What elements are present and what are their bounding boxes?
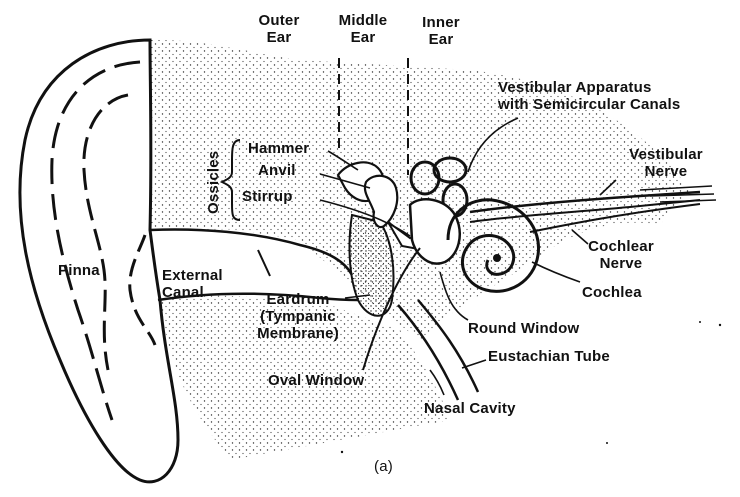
eustachian-tube-label: Eustachian Tube <box>488 348 610 365</box>
leader-eustachian <box>462 360 486 368</box>
canal-tick <box>258 250 270 276</box>
vestibular-nerve-label: Vestibular Nerve <box>616 146 716 180</box>
hammer-label: Hammer <box>248 140 309 157</box>
external-canal-label: External Canal <box>162 267 223 301</box>
round-window-label: Round Window <box>468 320 579 337</box>
nasal-cavity-label: Nasal Cavity <box>424 400 516 417</box>
leader-cochlea <box>532 262 580 282</box>
ossicles-label: Ossicles <box>205 151 222 214</box>
pinna-label: Pinna <box>58 262 100 279</box>
cochlea-label: Cochlea <box>582 284 642 301</box>
cochlear-nerve-label: Cochlear Nerve <box>578 238 664 272</box>
stirrup-label: Stirrup <box>242 188 293 205</box>
anvil-label: Anvil <box>258 162 296 179</box>
eardrum-label: Eardrum (Tympanic Membrane) <box>250 291 346 342</box>
middle-ear-label: Middle Ear <box>330 12 396 46</box>
inner-ear-label: Inner Ear <box>416 14 466 48</box>
outer-ear-label: Outer Ear <box>248 12 310 46</box>
oval-window-label: Oval Window <box>268 372 364 389</box>
figure-caption: (a) <box>374 458 393 475</box>
vestibular-apparatus-label: Vestibular Apparatus with Semicircular C… <box>498 79 680 113</box>
